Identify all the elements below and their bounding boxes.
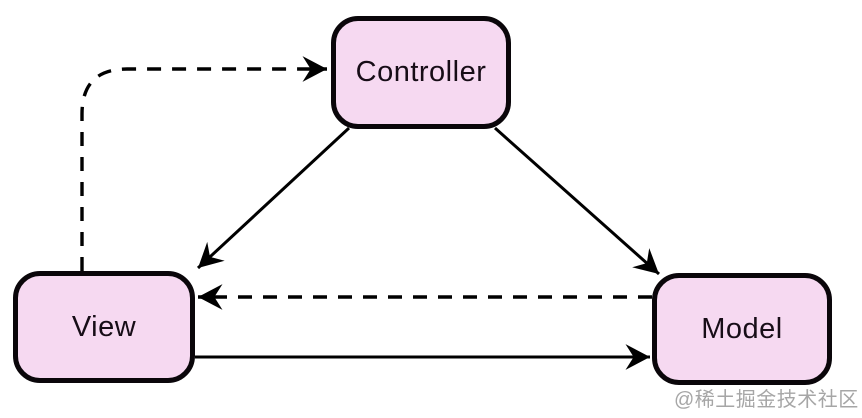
watermark: @稀土掘金技术社区 <box>674 389 859 411</box>
edge-controller-to-view-solid <box>196 126 351 270</box>
edge-view-to-controller-dashed <box>80 56 327 271</box>
node-model-label: Model <box>701 312 783 345</box>
node-controller-label: Controller <box>355 56 487 88</box>
node-view: View <box>13 271 195 383</box>
node-model: Model <box>652 273 832 385</box>
node-view-label: View <box>71 310 137 343</box>
edge-controller-to-model-solid <box>494 126 660 276</box>
node-controller: Controller <box>331 16 511 129</box>
